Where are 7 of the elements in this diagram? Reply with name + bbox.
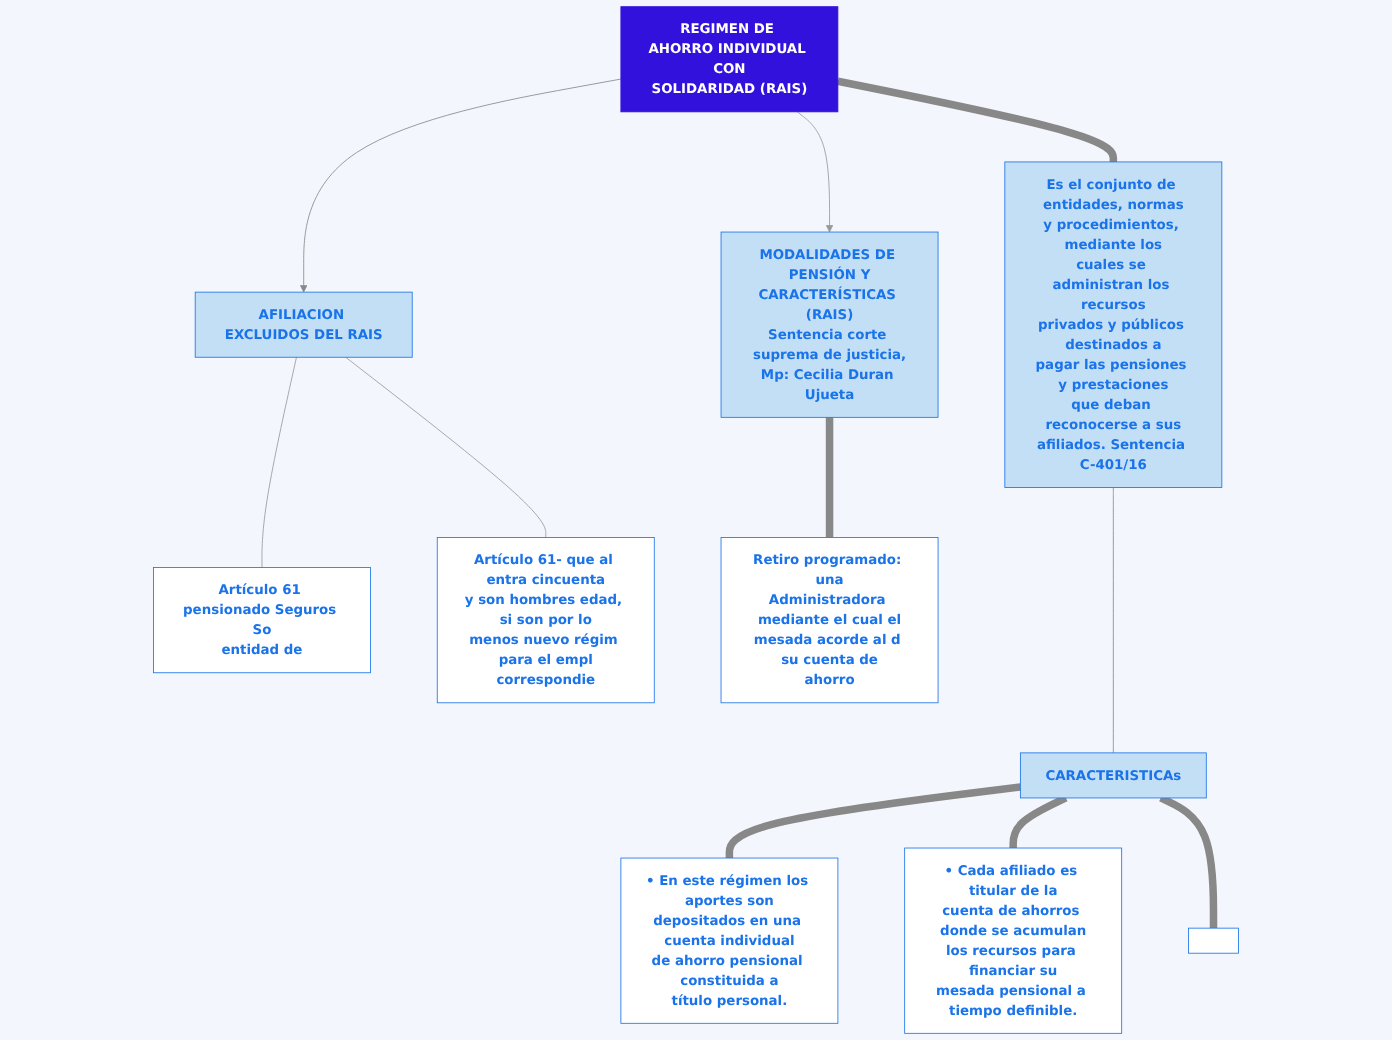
connector (1159, 794, 1218, 929)
connector (825, 417, 834, 538)
connector (261, 356, 297, 568)
node-box (1188, 927, 1239, 954)
connector (1112, 487, 1114, 754)
connector (345, 356, 547, 538)
connector (1009, 794, 1068, 849)
